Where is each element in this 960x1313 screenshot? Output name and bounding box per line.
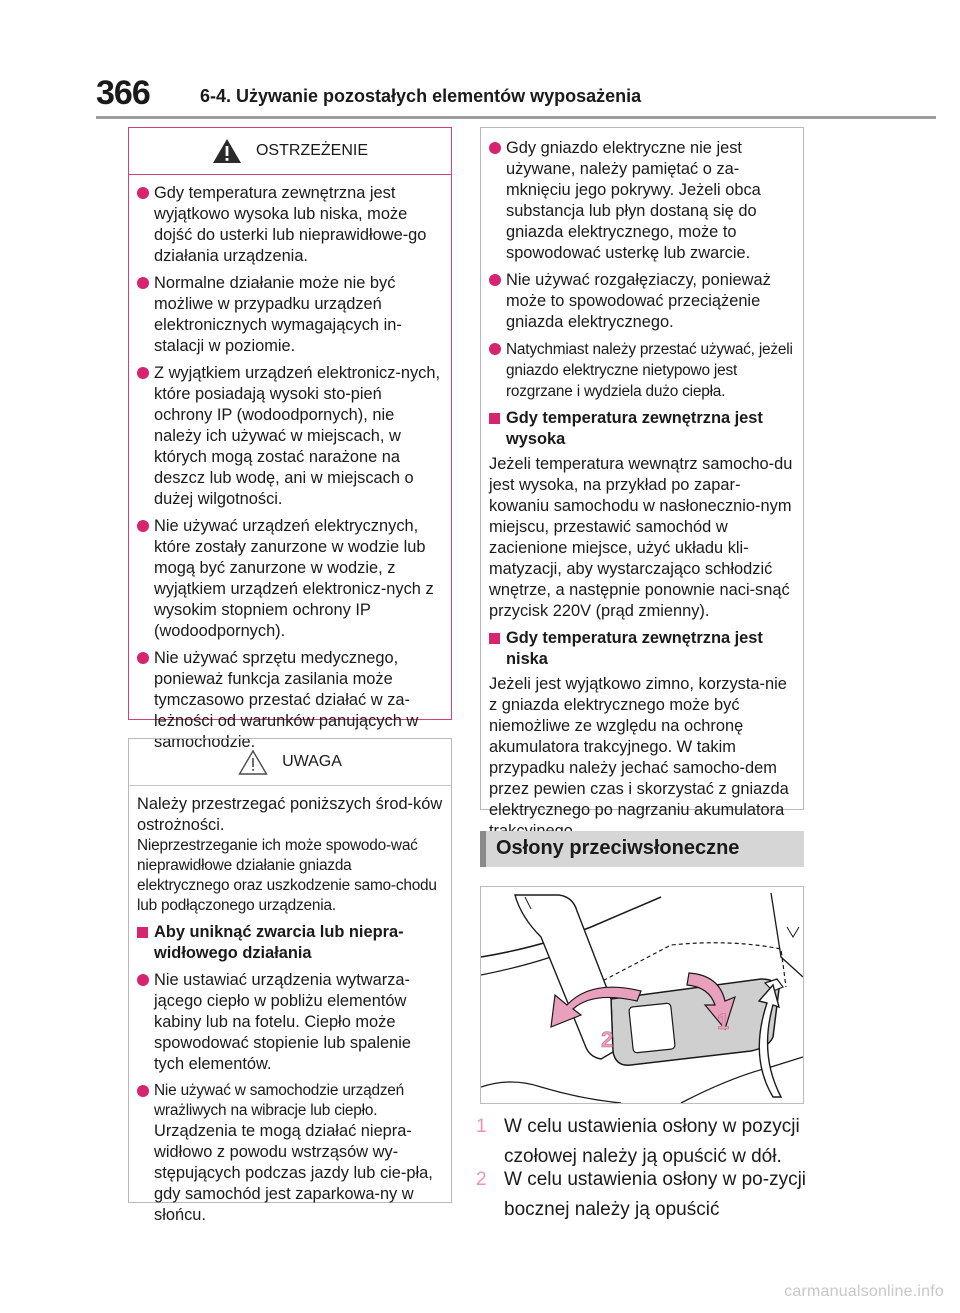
- caution-subhead: Aby uniknąć zwarcia lub niepra-widłowego…: [137, 922, 443, 964]
- low-temp-text: Jeżeli jest wyjątkowo zimno, korzysta-ni…: [489, 675, 789, 840]
- caution-bullet: Nie ustawiać urządzenia wytwarza-jącego …: [137, 970, 443, 1075]
- sun-visor-illustration: 1 2: [480, 886, 804, 1104]
- caution-intro-2: Nieprzestrzeganie ich może spowodo-wać n…: [137, 837, 437, 914]
- warning-bullet: Nie używać sprzętu medycznego, ponieważ …: [137, 648, 443, 753]
- high-temp-heading: Gdy temperatura zewnętrzna jest wysoka: [489, 408, 795, 450]
- warning-bullet: Z wyjątkiem urządzeń elektronicz-nych, k…: [137, 363, 443, 510]
- step-1: 1 W celu ustawienia osłony w pozycji czo…: [476, 1112, 816, 1172]
- caution-header: UWAGA: [129, 739, 451, 786]
- illustration-label-2: 2: [601, 1027, 613, 1052]
- caution-box: UWAGA Należy przestrzegać poniższych śro…: [128, 738, 452, 1224]
- caution-title: UWAGA: [282, 753, 342, 770]
- warning-title: OSTRZEŻENIE: [255, 142, 368, 159]
- caution-continuation: Urządzenia te mogą działać niepra-widłow…: [154, 1122, 433, 1224]
- caution-triangle-icon: [238, 749, 268, 775]
- caution-bullet: Nie używać w samochodzie urządzeń wrażli…: [137, 1081, 443, 1121]
- right-bullet: Natychmiast należy przestać używać, jeże…: [489, 339, 795, 402]
- right-info-box: Gdy gniazdo elektryczne nie jest używane…: [480, 127, 804, 840]
- step-2: 2 W celu ustawienia osłony w po-zycji bo…: [476, 1165, 816, 1225]
- watermark: carmanualsonline.info: [784, 1283, 944, 1300]
- header-rule: [96, 116, 936, 119]
- sun-visor-drawing: 1 2: [481, 892, 803, 1103]
- right-bullet: Gdy gniazdo elektryczne nie jest używane…: [489, 138, 795, 264]
- warning-header: OSTRZEŻENIE: [129, 128, 451, 175]
- sun-visor-title: Osłony przeciwsłoneczne: [496, 837, 740, 859]
- step-text: W celu ustawienia osłony w po-zycji bocz…: [504, 1169, 807, 1220]
- warning-box: OSTRZEŻENIE Gdy temperatura zewnętrzna j…: [128, 127, 452, 751]
- high-temp-text: Jeżeli temperatura wewnątrz samocho-du j…: [489, 455, 793, 620]
- page-header: 366 6-4. Używanie pozostałych elementów …: [96, 72, 936, 122]
- warning-bullet: Gdy temperatura zewnętrzna jest wyjątkow…: [137, 183, 443, 267]
- page-number: 366: [96, 74, 151, 112]
- step-number: 1: [476, 1116, 487, 1137]
- caution-intro: Należy przestrzegać poniższych środ-ków …: [137, 795, 443, 834]
- warning-triangle-icon: [212, 139, 241, 163]
- warning-bullet: Normalne działanie może nie być możliwe …: [137, 273, 443, 357]
- illustration-label-1: 1: [717, 1009, 729, 1034]
- low-temp-heading: Gdy temperatura zewnętrzna jest niska: [489, 628, 795, 670]
- section-title: 6-4. Używanie pozostałych elementów wypo…: [200, 86, 642, 106]
- right-bullet: Nie używać rozgałęziaczy, ponieważ może …: [489, 270, 795, 333]
- section-bar-accent: [480, 831, 486, 867]
- step-text: W celu ustawienia osłony w pozycji czoło…: [504, 1116, 800, 1167]
- sun-visor-section-bar: Osłony przeciwsłoneczne: [480, 831, 804, 867]
- warning-bullet: Nie używać urządzeń elektrycznych, które…: [137, 516, 443, 642]
- step-number: 2: [476, 1169, 487, 1190]
